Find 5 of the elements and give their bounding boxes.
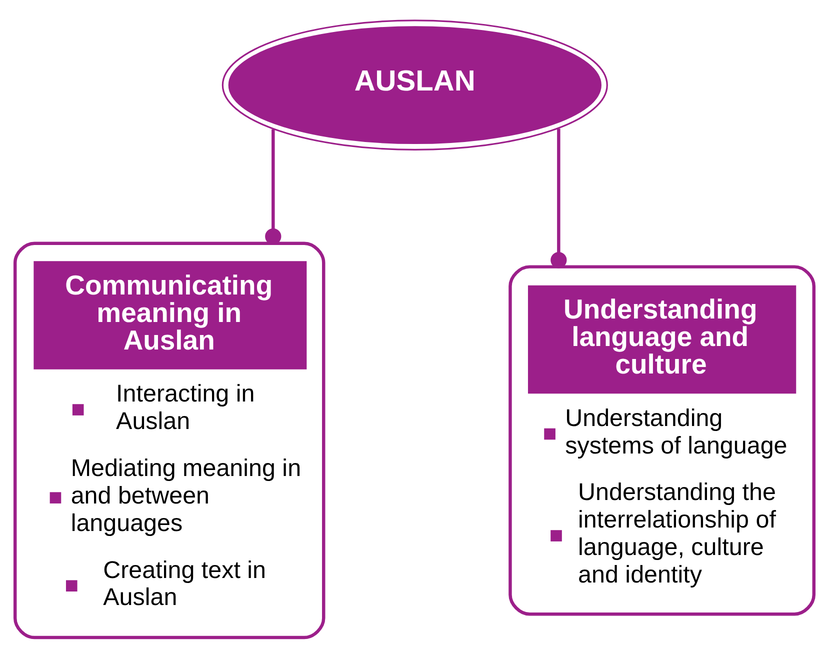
- connector: [265, 128, 282, 244]
- connector: [550, 128, 567, 268]
- node-ellipse: AUSLAN: [222, 19, 608, 150]
- node-box: Understanding language and culture Understanding systems of language Understanding the interrelationship of language, culture and identity: [508, 264, 816, 616]
- node-box: Communicating meaning in Auslan Interacting in Auslan Mediating meaning in and between languages Creating text in Auslan: [13, 241, 326, 639]
